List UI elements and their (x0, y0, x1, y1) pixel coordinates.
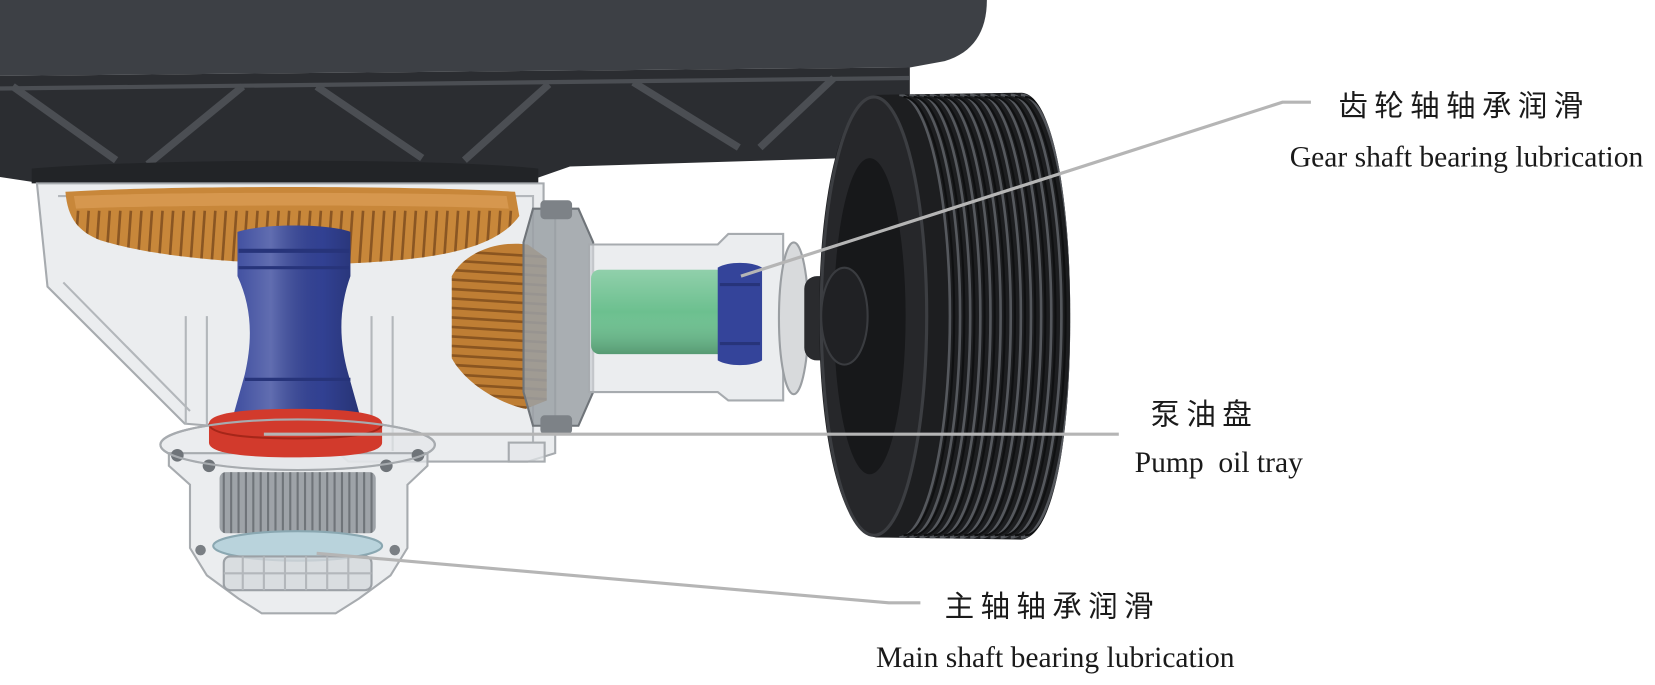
pulley-groove (949, 93, 1002, 539)
pulley-groove (960, 93, 1013, 539)
pulley-groove-shadow (974, 95, 1027, 537)
bevel-gear-highlight (73, 192, 509, 209)
pulley-groove-shadow (923, 95, 976, 537)
pulley-front-recess (833, 158, 906, 475)
pulley-groove (919, 93, 972, 539)
pulley-groove (980, 93, 1033, 539)
flange-bolt (389, 544, 401, 556)
pulley-groove (1000, 93, 1053, 539)
casing-tab (507, 441, 546, 463)
pulley-groove-shadow (903, 95, 956, 537)
pulley-groove (1020, 93, 1071, 539)
gear-shaft-flange (522, 207, 595, 427)
label-pump-tray-en: Pump oil tray (1135, 447, 1303, 479)
gear-shaft-bearing (717, 262, 763, 366)
housing-ribs (0, 75, 910, 168)
flange-bolt (379, 459, 393, 473)
pulley-groove (909, 93, 962, 539)
pulley-groove (1010, 93, 1063, 539)
label-main-shaft-zh: 主轴轴承润滑 (945, 590, 1160, 624)
main-shaft-shading (232, 225, 361, 420)
main-shaft (232, 225, 361, 420)
bearing-cage-grid (223, 556, 372, 591)
grooved-pulley (819, 92, 1071, 540)
roller-bearing-rollers (222, 472, 373, 534)
flange-bolt (195, 544, 206, 556)
pulley-groove (990, 93, 1043, 539)
pulley-groove-shadow (944, 95, 996, 537)
label-gear-shaft-zh: 齿轮轴轴承润滑 (1338, 89, 1589, 123)
pulley-groove-shadow (1004, 95, 1057, 537)
pump-oil-tray-edge (207, 423, 384, 440)
pulley-groove-shadow (984, 95, 1037, 537)
pulley-groove (970, 93, 1023, 539)
bevel-gear (65, 187, 520, 264)
motor-housing (0, 0, 987, 184)
pulley-groove (929, 93, 982, 539)
callout-line-gear-shaft (740, 100, 1311, 278)
pulley-groove-shadow (964, 95, 1017, 537)
bearing-flange-outline (159, 418, 436, 472)
pulley-groove-shadow (954, 95, 1006, 537)
housing-top-slab (0, 0, 987, 76)
pulley-center-hub (820, 266, 869, 366)
flange-bolt-top (540, 200, 573, 220)
gear-tooth (368, 210, 375, 264)
pulley-groove-shadow (1014, 95, 1067, 537)
gear-shaft-green-shading (591, 269, 731, 355)
callout-line-main-shaft (316, 551, 921, 605)
pulley-groove-shadow (913, 95, 966, 537)
pulley-groove (939, 93, 992, 539)
label-gear-shaft-en: Gear shaft bearing lubrication (1290, 142, 1644, 174)
flange-bolt (202, 459, 216, 473)
flange-bolt-bottom (540, 415, 573, 435)
housing-base-lip (31, 160, 539, 184)
pulley-groove-shadow (933, 95, 986, 537)
gear-shaft-assembly (522, 200, 851, 435)
label-pump-tray-zh: 泵油盘 (1150, 398, 1258, 432)
pulley-groove-shadow (994, 95, 1047, 537)
gear-tooth (357, 210, 365, 264)
label-main-shaft-en: Main shaft bearing lubrication (876, 642, 1235, 674)
pulley-groove (899, 93, 952, 539)
pulley-side-flange (777, 241, 810, 396)
